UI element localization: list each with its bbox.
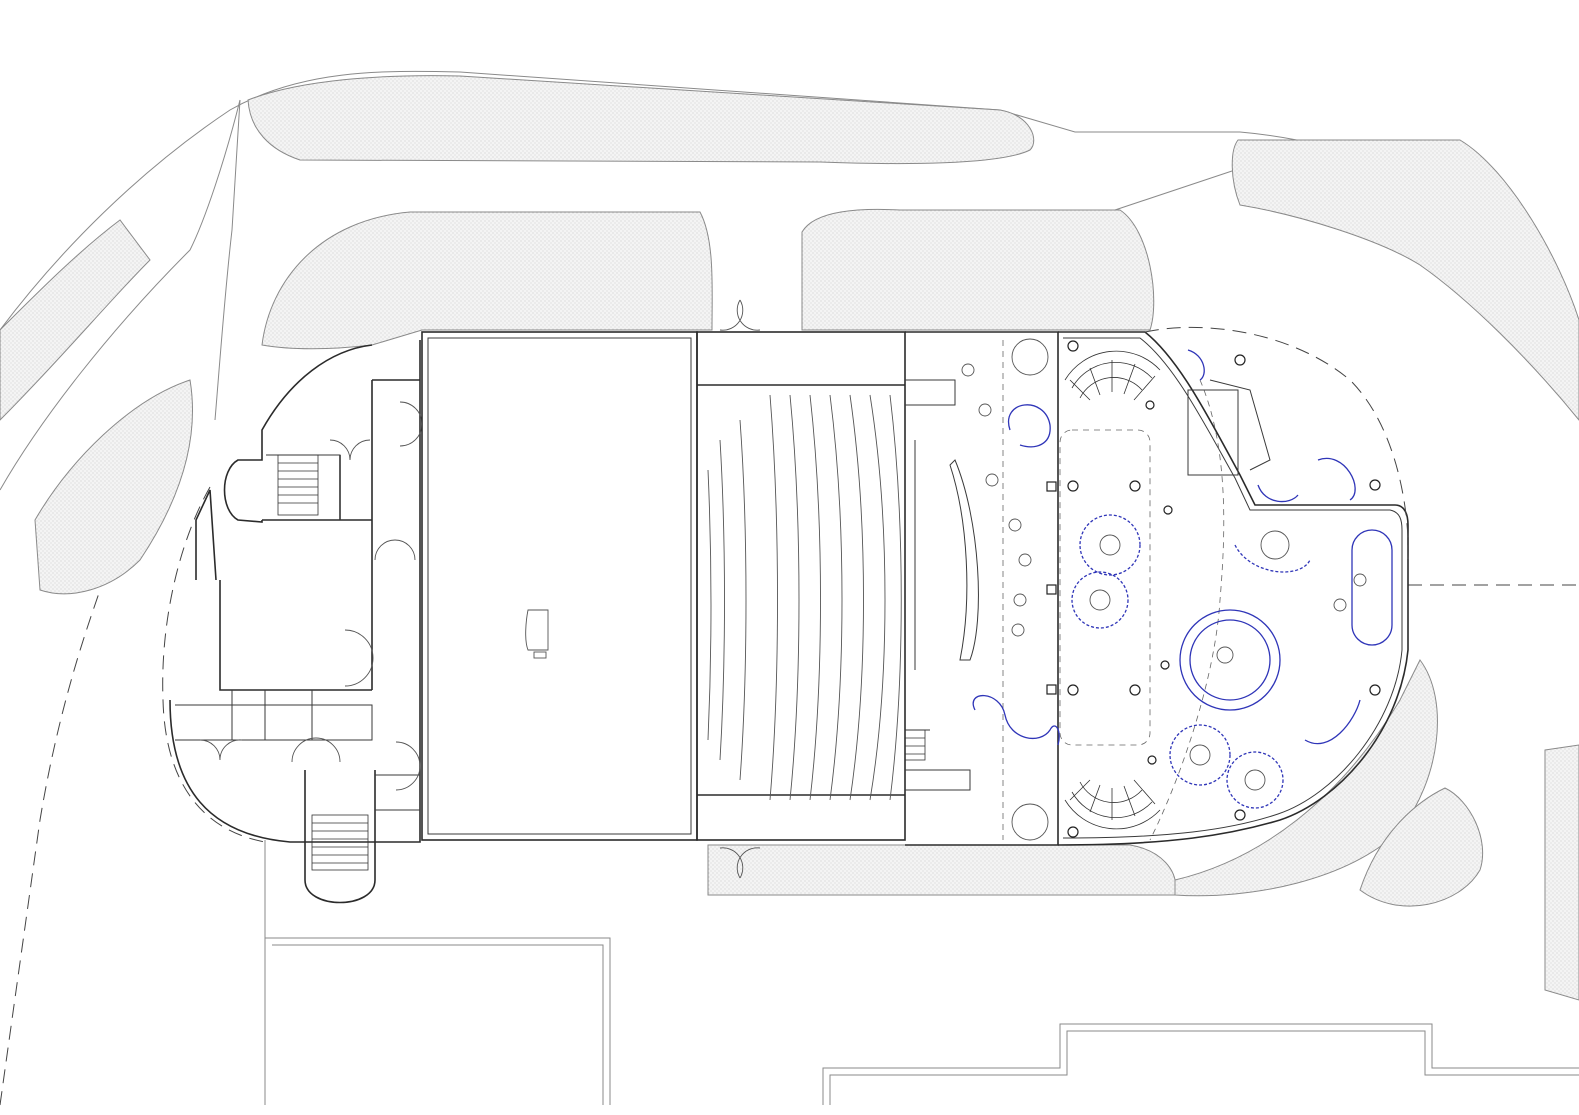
spiral-stair bbox=[1064, 350, 1161, 830]
foyer bbox=[904, 331, 1060, 846]
west-stair-south bbox=[311, 814, 369, 871]
structural-columns bbox=[1046, 340, 1381, 838]
foyer-cafe-tables bbox=[961, 363, 1032, 637]
stage bbox=[421, 331, 698, 841]
cafe-wing-tables bbox=[1089, 530, 1367, 791]
circular-cafe-wing bbox=[1046, 326, 1409, 846]
landscape-beds bbox=[0, 75, 1579, 1001]
west-stair-north bbox=[277, 454, 319, 516]
planted-seating-islands bbox=[1071, 349, 1393, 809]
auditorium-seating bbox=[696, 299, 906, 879]
grand-piano-icon bbox=[525, 609, 549, 659]
west-wing bbox=[162, 340, 423, 904]
